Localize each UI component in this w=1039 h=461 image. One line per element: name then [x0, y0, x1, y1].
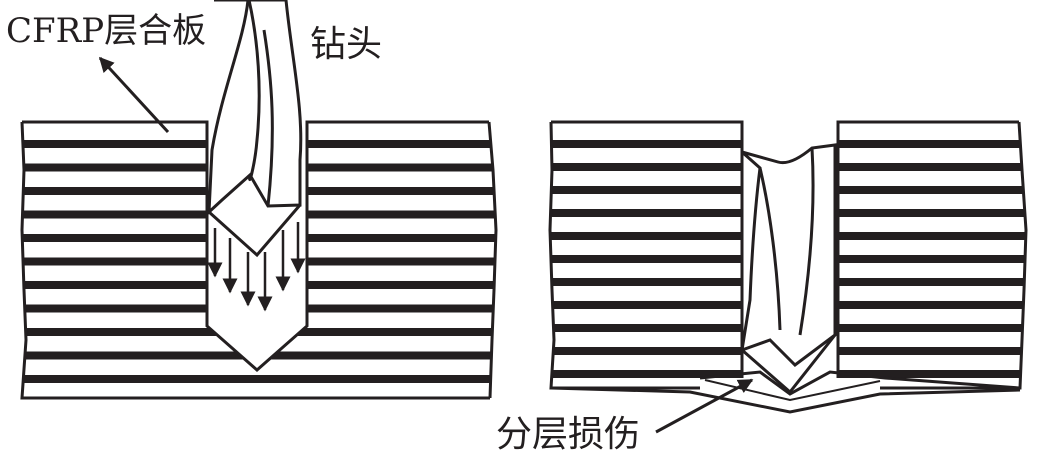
delamination-gap [704, 379, 881, 402]
laminate-ply [22, 234, 496, 242]
laminate-ply [22, 210, 496, 219]
right-drill-tip [741, 334, 837, 395]
laminate-ply [550, 140, 1026, 148]
drill-label: 钻头 [310, 24, 382, 65]
right-drill-body [740, 143, 837, 367]
delamination-crack [550, 370, 1021, 414]
laminate-ply [22, 328, 496, 336]
left-drill-tip [207, 204, 302, 258]
right-laminate-outline [548, 120, 1028, 390]
left-drill-bit [207, 0, 303, 258]
delamination-label: 分层损伤 [496, 414, 640, 455]
laminate-label: CFRP层合板 [6, 11, 206, 51]
laminate-ply [22, 257, 496, 266]
left-laminate-outline [20, 120, 498, 400]
delamination-pointer-arrow [655, 378, 754, 434]
left-drill-flute [247, 0, 274, 207]
thrust-force-arrows [207, 222, 306, 312]
right-drill-flute [758, 147, 815, 336]
right-drill-bit [740, 143, 837, 395]
laminate-pointer-arrow [98, 56, 170, 134]
laminate-ply [550, 370, 1026, 378]
left-panel-drilling: CFRP层合板 钻头 [6, 0, 498, 400]
laminate-ply [22, 351, 496, 360]
right-panel-delamination: 分层损伤 [496, 120, 1028, 455]
laminate-ply [22, 304, 496, 313]
delamination-zone [550, 370, 1021, 414]
laminate-ply [22, 281, 496, 289]
laminate-ply [22, 375, 496, 383]
